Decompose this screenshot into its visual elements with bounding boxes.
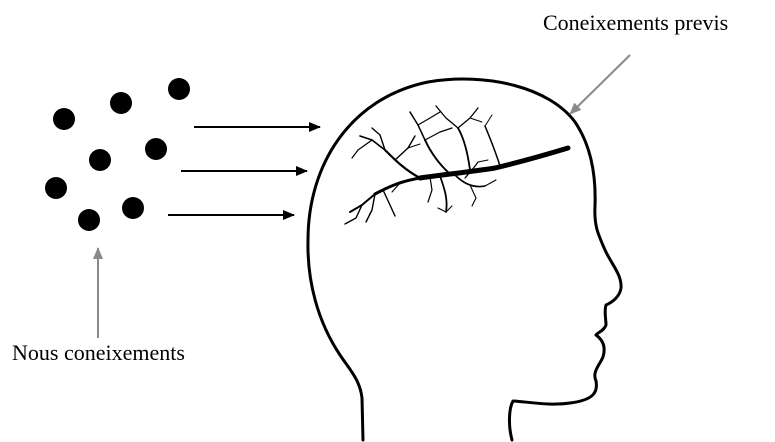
knowledge-dot-icon <box>89 149 111 171</box>
knowledge-dot-icon <box>145 138 167 160</box>
new-knowledge-label: Nous coneixements <box>12 340 185 365</box>
neural-branch-icon <box>345 106 568 224</box>
knowledge-dot-icon <box>168 78 190 100</box>
prior-knowledge-label: Coneixements previs <box>543 10 728 35</box>
new-knowledge-dots <box>45 78 190 231</box>
knowledge-dot-icon <box>53 108 75 130</box>
knowledge-dot-icon <box>122 197 144 219</box>
knowledge-dot-icon <box>110 92 132 114</box>
knowledge-dot-icon <box>78 209 100 231</box>
head-silhouette-icon <box>308 79 621 440</box>
knowledge-dot-icon <box>45 177 67 199</box>
input-arrows <box>168 127 320 215</box>
prior-knowledge-pointer <box>570 55 630 114</box>
